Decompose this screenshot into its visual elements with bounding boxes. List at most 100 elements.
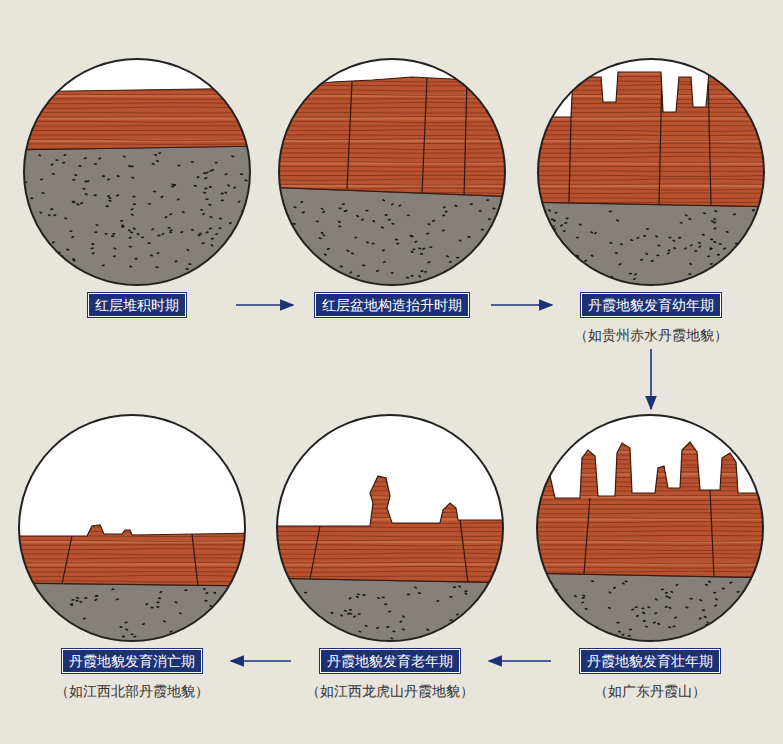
stratum-line (521, 215, 781, 216)
pebble (192, 704, 196, 707)
pebble (554, 626, 558, 628)
pebble (203, 269, 206, 271)
pebble (156, 160, 160, 162)
pebble (560, 656, 564, 659)
pebble (277, 640, 281, 643)
pebble (193, 184, 197, 187)
pebble (488, 613, 492, 616)
pebble (70, 604, 74, 607)
pebble (240, 658, 244, 660)
stratum-line (520, 427, 780, 428)
stratum-line (2, 531, 262, 532)
pebble (281, 306, 285, 309)
pebble (618, 630, 622, 633)
light-band (521, 230, 781, 233)
pebble (303, 625, 306, 627)
stratum-line (521, 224, 781, 225)
pebble (396, 242, 400, 244)
light-band (2, 473, 262, 476)
pebble (249, 230, 253, 232)
pebble (296, 683, 300, 686)
pebble (105, 205, 109, 207)
pebble (30, 197, 34, 199)
pebble (80, 202, 84, 205)
pebble (109, 676, 113, 678)
pebble (74, 174, 78, 177)
pebble (684, 214, 688, 217)
stage-clip (2, 410, 262, 707)
stratum-line (262, 143, 522, 145)
stratum-line (262, 81, 522, 82)
stratum-line (520, 544, 780, 545)
pebble (64, 217, 68, 219)
stratum-line (7, 233, 267, 235)
stratum-line (520, 517, 780, 519)
stratum-line (521, 210, 781, 211)
pebble (634, 273, 638, 276)
pebble (713, 218, 716, 220)
pebble (561, 270, 565, 273)
pebble (371, 243, 375, 245)
pebble (745, 602, 749, 605)
stage-node: 丹霞地貌发育壮年期（如广东丹霞山） (555, 415, 745, 701)
pebble (304, 591, 308, 593)
pebble (495, 604, 499, 607)
pebble (668, 237, 671, 239)
stratum-line (521, 81, 781, 82)
pebble (469, 295, 473, 298)
pebble (718, 287, 722, 290)
stage-clip (520, 410, 780, 698)
pebble (107, 178, 111, 180)
pebble (318, 237, 322, 239)
pebble (481, 229, 484, 231)
pebble (426, 628, 430, 631)
pebble (236, 594, 240, 597)
stratum-line (2, 571, 262, 573)
pebble (757, 607, 761, 609)
pebble (491, 254, 495, 256)
stratum-line (520, 567, 780, 569)
stratum-line (520, 464, 780, 465)
pebble (642, 611, 646, 614)
pebble (467, 235, 471, 238)
pebble (436, 676, 440, 679)
flow-arrow (236, 304, 293, 306)
stratum-line (260, 481, 520, 482)
stratum-line (2, 432, 262, 433)
pebble (739, 614, 743, 617)
pebble (142, 623, 146, 626)
pebble (470, 203, 473, 205)
pebble (153, 190, 157, 192)
stratum-line (520, 432, 780, 433)
stratum-line (520, 472, 780, 474)
pebble (294, 258, 298, 261)
stratum-line (521, 189, 781, 190)
stratum-line (262, 161, 522, 163)
pebble (677, 646, 680, 648)
stratum-line (2, 567, 262, 568)
stratum-line (260, 512, 520, 513)
pebble (571, 293, 575, 295)
pebble (89, 702, 93, 704)
pebble (636, 615, 640, 617)
pebble (672, 625, 675, 627)
pebble (342, 203, 346, 205)
pebble (581, 597, 585, 599)
pebble (300, 201, 304, 204)
pebble (451, 284, 455, 286)
pebble (108, 200, 112, 202)
pebble (476, 611, 480, 614)
pebble (447, 272, 451, 275)
pebble (154, 153, 158, 156)
pebble (619, 243, 623, 246)
pebble (427, 261, 431, 264)
pebble (24, 690, 28, 693)
stratum-line (7, 130, 267, 131)
pebble (499, 640, 503, 642)
pebble (705, 584, 709, 587)
stratum-line (260, 571, 520, 572)
stratum-line (521, 94, 781, 95)
stratum-line (521, 84, 781, 86)
pebble (539, 278, 543, 281)
pebble (454, 205, 458, 208)
